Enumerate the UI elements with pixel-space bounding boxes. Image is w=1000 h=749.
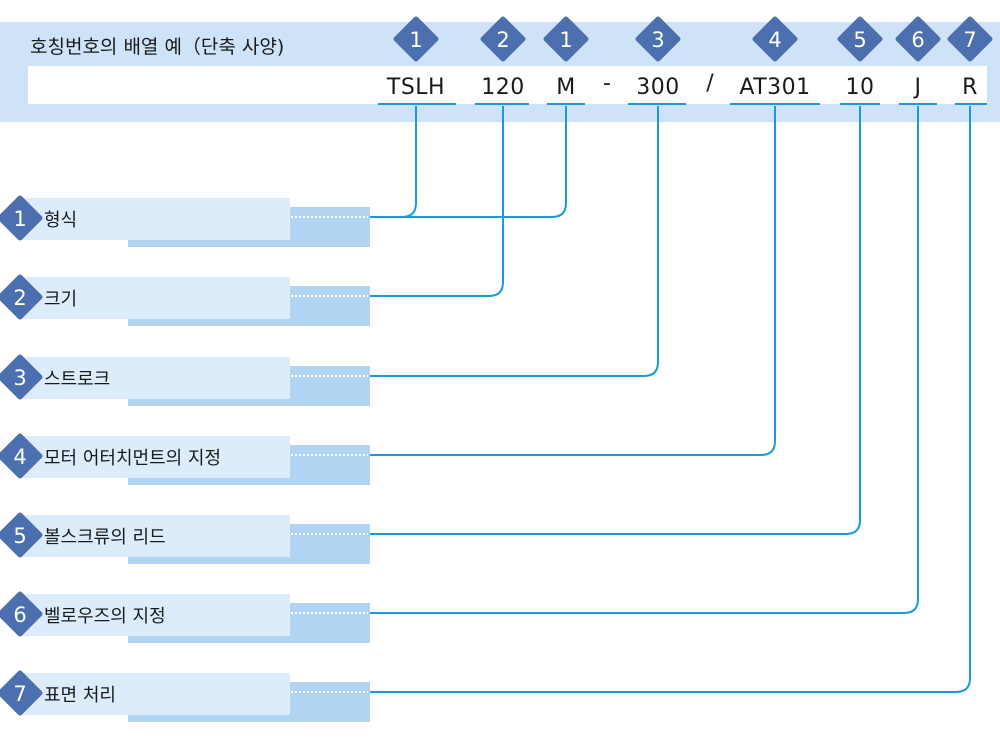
item-badge-2: 2 xyxy=(0,274,43,320)
header-badge-1-m: 1 xyxy=(543,16,589,62)
header-badge-7: 7 xyxy=(947,16,993,62)
svg-text:3: 3 xyxy=(651,28,664,52)
item-badge-4: 4 xyxy=(0,433,43,479)
svg-text:7: 7 xyxy=(13,682,26,706)
svg-text:4: 4 xyxy=(13,445,26,469)
connector-line-2 xyxy=(370,106,504,297)
connector-line-1a xyxy=(370,106,417,218)
code-underline xyxy=(899,103,937,105)
svg-text:2: 2 xyxy=(496,28,509,52)
code-segment-motor: AT301 xyxy=(739,75,811,100)
code-strip xyxy=(28,66,987,104)
header-badge-2: 2 xyxy=(480,16,526,62)
label-box-6 xyxy=(18,594,370,643)
svg-text:5: 5 xyxy=(13,524,26,548)
item-label-type: 형식 xyxy=(44,210,78,231)
code-segment-type: TSLH xyxy=(386,75,446,100)
item-badge-5: 5 xyxy=(0,512,43,558)
separator-slash: / xyxy=(706,71,714,96)
label-boxes xyxy=(18,198,370,722)
item-badge-3: 3 xyxy=(0,354,43,400)
label-box-1 xyxy=(18,198,370,247)
header-badge-4: 4 xyxy=(752,16,798,62)
example-title: 호칭번호의 배열 예（단축 사양) xyxy=(30,36,285,58)
svg-text:1: 1 xyxy=(409,28,422,52)
separator-dash: - xyxy=(603,71,611,96)
connector-line-6 xyxy=(370,106,919,614)
item-label-lead: 볼스크류의 리드 xyxy=(44,527,166,548)
connector-line-5 xyxy=(370,106,861,535)
item-badge-1: 1 xyxy=(0,195,43,241)
item-label-size: 크기 xyxy=(44,289,78,310)
svg-text:6: 6 xyxy=(911,28,924,52)
connector-line-4 xyxy=(370,106,776,456)
header-badge-1: 1 xyxy=(393,16,439,62)
svg-text:4: 4 xyxy=(768,28,781,52)
code-segment-stroke: 300 xyxy=(636,75,680,100)
label-box-3 xyxy=(18,357,370,406)
connector-line-3 xyxy=(370,106,659,377)
svg-text:2: 2 xyxy=(13,286,26,310)
svg-text:5: 5 xyxy=(853,28,866,52)
code-segment-size: 120 xyxy=(481,75,525,100)
item-badge-6: 6 xyxy=(0,591,43,637)
code-underline xyxy=(730,103,820,105)
label-box-2 xyxy=(18,277,370,326)
label-box-4 xyxy=(18,436,370,485)
svg-text:7: 7 xyxy=(963,28,976,52)
item-label-motor: 모터 어터치먼트의 지정 xyxy=(44,448,222,469)
code-underline xyxy=(475,103,529,105)
code-segment-bellows: J xyxy=(914,75,922,100)
code-underline xyxy=(840,103,880,105)
svg-text:3: 3 xyxy=(13,366,26,390)
connector-lines xyxy=(370,106,971,693)
code-underline xyxy=(628,103,686,105)
item-badges: 1 2 3 4 5 6 7 xyxy=(0,195,43,716)
connector-line-7 xyxy=(370,106,971,693)
header-badge-5: 5 xyxy=(837,16,883,62)
code-segment-lead: 10 xyxy=(845,75,875,100)
header-badge-3: 3 xyxy=(635,16,681,62)
header-badges: 1 2 1 3 4 5 6 7 xyxy=(393,16,993,62)
svg-text:6: 6 xyxy=(13,603,26,627)
code-underline xyxy=(955,103,987,105)
svg-text:1: 1 xyxy=(559,28,572,52)
label-box-7 xyxy=(18,673,370,722)
item-label-bellows: 벨로우즈의 지정 xyxy=(44,606,166,627)
connector-line-1b xyxy=(370,106,567,218)
label-box-5 xyxy=(18,515,370,564)
item-label-surface: 표면 처리 xyxy=(44,685,116,706)
item-badge-7: 7 xyxy=(0,670,43,716)
code-underline xyxy=(547,103,585,105)
code-segment-surface: R xyxy=(962,75,978,100)
header-badge-6: 6 xyxy=(895,16,941,62)
code-segment-m: M xyxy=(556,75,576,100)
code-underline xyxy=(378,103,456,105)
item-label-stroke: 스트로크 xyxy=(44,369,111,390)
svg-text:1: 1 xyxy=(13,207,26,231)
